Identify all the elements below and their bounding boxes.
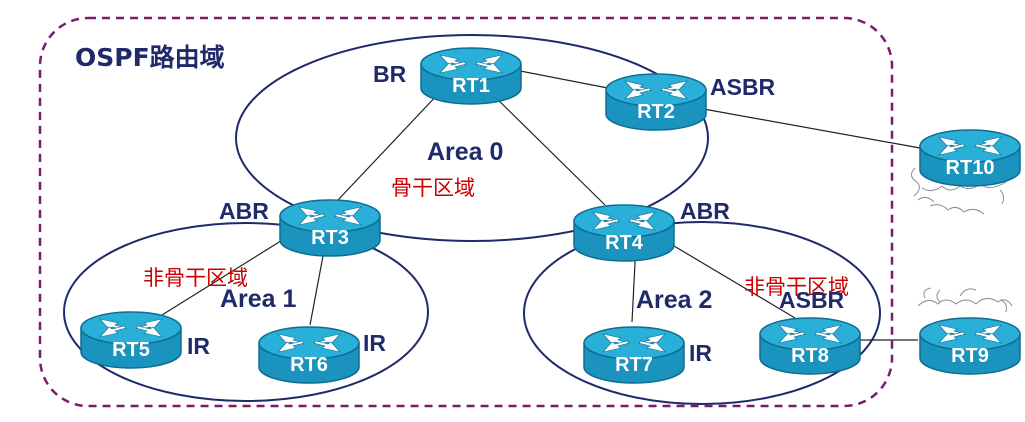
router-label: RT2 <box>637 101 675 123</box>
router-rt4[interactable]: RT4 <box>571 201 677 263</box>
router-rt8[interactable]: RT8 <box>757 314 863 376</box>
role-label-rt1: BR <box>373 61 407 87</box>
router-label: RT3 <box>311 227 349 249</box>
area2-label: Area 2 <box>636 286 713 314</box>
role-label-rt2: ASBR <box>710 74 776 100</box>
router-rt10[interactable]: RT10 <box>917 126 1023 188</box>
router-rt1[interactable]: RT1 <box>418 44 524 106</box>
area0-boundary <box>235 34 709 242</box>
link-rt1-rt4 <box>489 91 606 206</box>
router-label: RT10 <box>945 157 995 179</box>
area2-boundary <box>523 221 881 405</box>
router-label: RT6 <box>290 354 328 376</box>
router-label: RT4 <box>605 232 643 254</box>
router-icon <box>573 204 675 262</box>
router-icon <box>279 199 381 257</box>
router-icon <box>759 317 861 375</box>
link-rt2-rt10 <box>697 107 921 149</box>
external-cloud-rt9 <box>917 287 1013 313</box>
router-icon <box>919 129 1021 187</box>
router-rt2[interactable]: RT2 <box>603 70 709 132</box>
area1-label: Area 1 <box>220 285 297 313</box>
area2-zone: 非骨干区域 <box>744 275 849 299</box>
role-label-rt4: ABR <box>680 198 730 224</box>
router-icon <box>583 326 685 384</box>
link-rt4-rt8 <box>663 239 796 319</box>
router-rt9[interactable]: RT9 <box>917 314 1023 376</box>
link-rt1-rt2 <box>504 67 619 91</box>
role-label-rt3: ABR <box>219 198 269 224</box>
domain-title: OSPF路由域 <box>75 43 225 72</box>
router-icon <box>605 73 707 131</box>
area0-zone: 骨干区域 <box>391 176 475 200</box>
area0-label: Area 0 <box>427 138 504 166</box>
role-label-rt7: IR <box>689 340 712 366</box>
router-rt3[interactable]: RT3 <box>277 196 383 258</box>
router-label: RT9 <box>951 345 989 367</box>
role-label-rt5: IR <box>187 333 210 359</box>
router-icon <box>919 317 1021 375</box>
router-label: RT5 <box>112 339 150 361</box>
router-rt5[interactable]: RT5 <box>78 308 184 370</box>
router-label: RT8 <box>791 345 829 367</box>
link-rt3-rt5 <box>161 233 293 316</box>
router-rt6[interactable]: RT6 <box>256 323 362 385</box>
router-label: RT7 <box>615 354 653 376</box>
router-rt7[interactable]: RT7 <box>581 323 687 385</box>
link-rt1-rt3 <box>337 91 441 201</box>
router-icon <box>80 311 182 369</box>
area1-boundary <box>63 222 429 402</box>
router-label: RT1 <box>452 75 490 97</box>
router-icon <box>258 326 360 384</box>
router-icon <box>420 47 522 105</box>
area1-zone: 非骨干区域 <box>143 266 248 290</box>
role-label-rt8: ASBR <box>779 287 845 313</box>
role-label-rt6: IR <box>363 330 386 356</box>
ospf-domain-boundary <box>38 16 894 408</box>
